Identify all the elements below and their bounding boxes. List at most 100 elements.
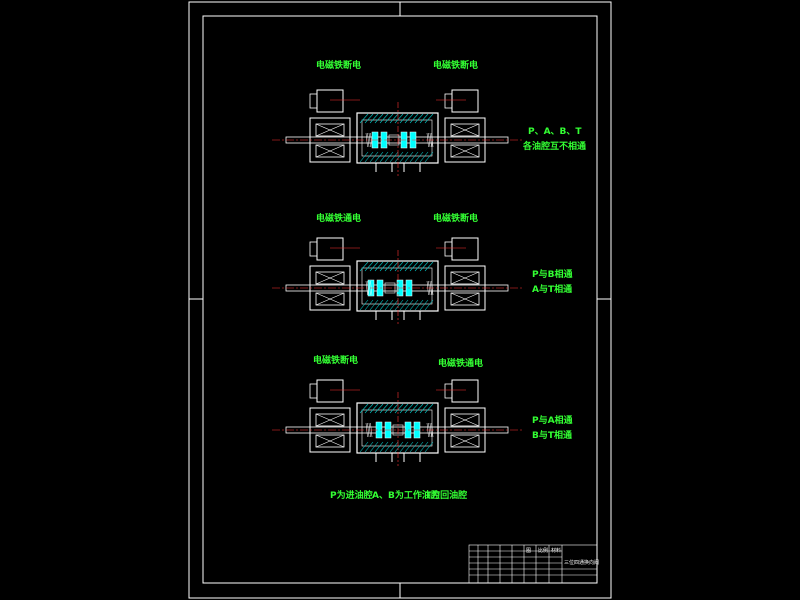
section-hatch bbox=[359, 299, 369, 311]
section-hatch bbox=[394, 113, 404, 124]
section-hatch bbox=[389, 299, 399, 311]
valve-body bbox=[356, 112, 439, 164]
section-hatch bbox=[419, 441, 429, 453]
coil-winding bbox=[450, 144, 480, 158]
valve-view-1 bbox=[272, 89, 522, 176]
section-hatch bbox=[389, 441, 399, 453]
view1-right-label: 电磁铁断电 bbox=[433, 61, 479, 71]
valve-body bbox=[356, 260, 439, 312]
section-hatch bbox=[374, 261, 384, 272]
return-spring bbox=[368, 132, 371, 148]
section-hatch bbox=[409, 113, 419, 124]
coil-winding bbox=[450, 434, 480, 448]
section-hatch bbox=[364, 441, 374, 453]
section-hatch bbox=[399, 261, 409, 272]
return-spring bbox=[367, 422, 370, 438]
terminal-plug bbox=[444, 93, 453, 109]
section-hatch bbox=[374, 151, 384, 163]
outer-frame bbox=[188, 1, 612, 599]
section-hatch bbox=[404, 151, 414, 163]
section-hatch bbox=[419, 151, 429, 163]
section-hatch bbox=[424, 299, 434, 311]
section-hatch bbox=[359, 113, 369, 124]
section-hatch bbox=[409, 403, 419, 414]
valve-view-3 bbox=[272, 379, 522, 466]
bottom-note-part3: T为回油腔 bbox=[425, 491, 468, 501]
return-spring bbox=[368, 280, 371, 296]
coil-cross bbox=[450, 434, 480, 448]
section-hatch bbox=[379, 441, 389, 453]
title-block-title: 三位四通换向阀 bbox=[564, 560, 600, 566]
coil-winding bbox=[315, 292, 345, 306]
section-hatch bbox=[364, 403, 374, 414]
coil-cross bbox=[315, 144, 345, 158]
section-hatch bbox=[414, 151, 424, 163]
terminal-box bbox=[451, 237, 479, 261]
section-hatch bbox=[364, 151, 374, 163]
terminal-box bbox=[451, 89, 479, 113]
section-hatch bbox=[414, 261, 424, 272]
section-hatch bbox=[399, 441, 409, 453]
section-hatch bbox=[404, 403, 414, 414]
section-hatch bbox=[404, 441, 414, 453]
section-hatch bbox=[374, 113, 384, 124]
section-hatch bbox=[419, 113, 429, 124]
valve-view-2 bbox=[272, 237, 522, 324]
title-block-mark2: 比例 bbox=[538, 548, 549, 554]
view1-note-line2: 各油腔互不相通 bbox=[523, 142, 587, 152]
coil-cross bbox=[315, 123, 345, 137]
section-hatch bbox=[379, 261, 389, 272]
section-hatch bbox=[369, 403, 379, 414]
terminal-plug bbox=[444, 383, 453, 399]
bottom-note-part1: P为进油腔 bbox=[330, 491, 373, 501]
return-spring bbox=[367, 280, 370, 296]
terminal-box bbox=[451, 379, 479, 403]
valve-bore bbox=[361, 409, 433, 447]
coil-cross bbox=[450, 144, 480, 158]
coil-winding bbox=[450, 271, 480, 285]
section-hatch bbox=[379, 113, 389, 124]
section-hatch bbox=[389, 403, 399, 414]
section-hatch bbox=[369, 261, 379, 272]
section-hatch bbox=[414, 441, 424, 453]
coil-cross bbox=[315, 434, 345, 448]
coil-winding bbox=[450, 413, 480, 427]
section-hatch bbox=[384, 299, 394, 311]
section-hatch bbox=[374, 299, 384, 311]
coil-winding bbox=[315, 144, 345, 158]
section-hatch bbox=[399, 299, 409, 311]
section-hatch bbox=[399, 151, 409, 163]
section-hatch bbox=[359, 403, 369, 414]
section-hatch bbox=[389, 113, 399, 124]
terminal-plug bbox=[309, 93, 318, 109]
section-hatch bbox=[404, 299, 414, 311]
section-hatch bbox=[389, 151, 399, 163]
section-hatch bbox=[379, 299, 389, 311]
section-hatch bbox=[424, 441, 434, 453]
view2-note-line2: A与T相通 bbox=[532, 285, 573, 295]
terminal-box bbox=[316, 237, 344, 261]
title-block bbox=[468, 544, 598, 584]
section-hatch bbox=[424, 151, 434, 163]
section-hatch bbox=[414, 299, 424, 311]
section-hatch bbox=[394, 299, 404, 311]
coil-cross bbox=[450, 123, 480, 137]
bottom-note-part2: A、B为工作油腔 bbox=[372, 491, 440, 501]
section-hatch bbox=[369, 441, 379, 453]
section-hatch bbox=[359, 261, 369, 272]
return-spring bbox=[368, 422, 371, 438]
section-hatch bbox=[374, 441, 384, 453]
valve-body bbox=[356, 402, 439, 454]
view2-note-line1: P与B相通 bbox=[532, 270, 573, 280]
section-hatch bbox=[419, 261, 429, 272]
terminal-box bbox=[316, 379, 344, 403]
section-hatch bbox=[384, 151, 394, 163]
section-hatch bbox=[364, 261, 374, 272]
view2-left-label: 电磁铁通电 bbox=[316, 214, 362, 224]
section-hatch bbox=[364, 299, 374, 311]
view1-note-line1: P、A、B、T bbox=[528, 127, 582, 137]
section-hatch bbox=[364, 113, 374, 124]
section-hatch bbox=[394, 151, 404, 163]
section-hatch bbox=[414, 403, 424, 414]
coil-cross bbox=[315, 271, 345, 285]
